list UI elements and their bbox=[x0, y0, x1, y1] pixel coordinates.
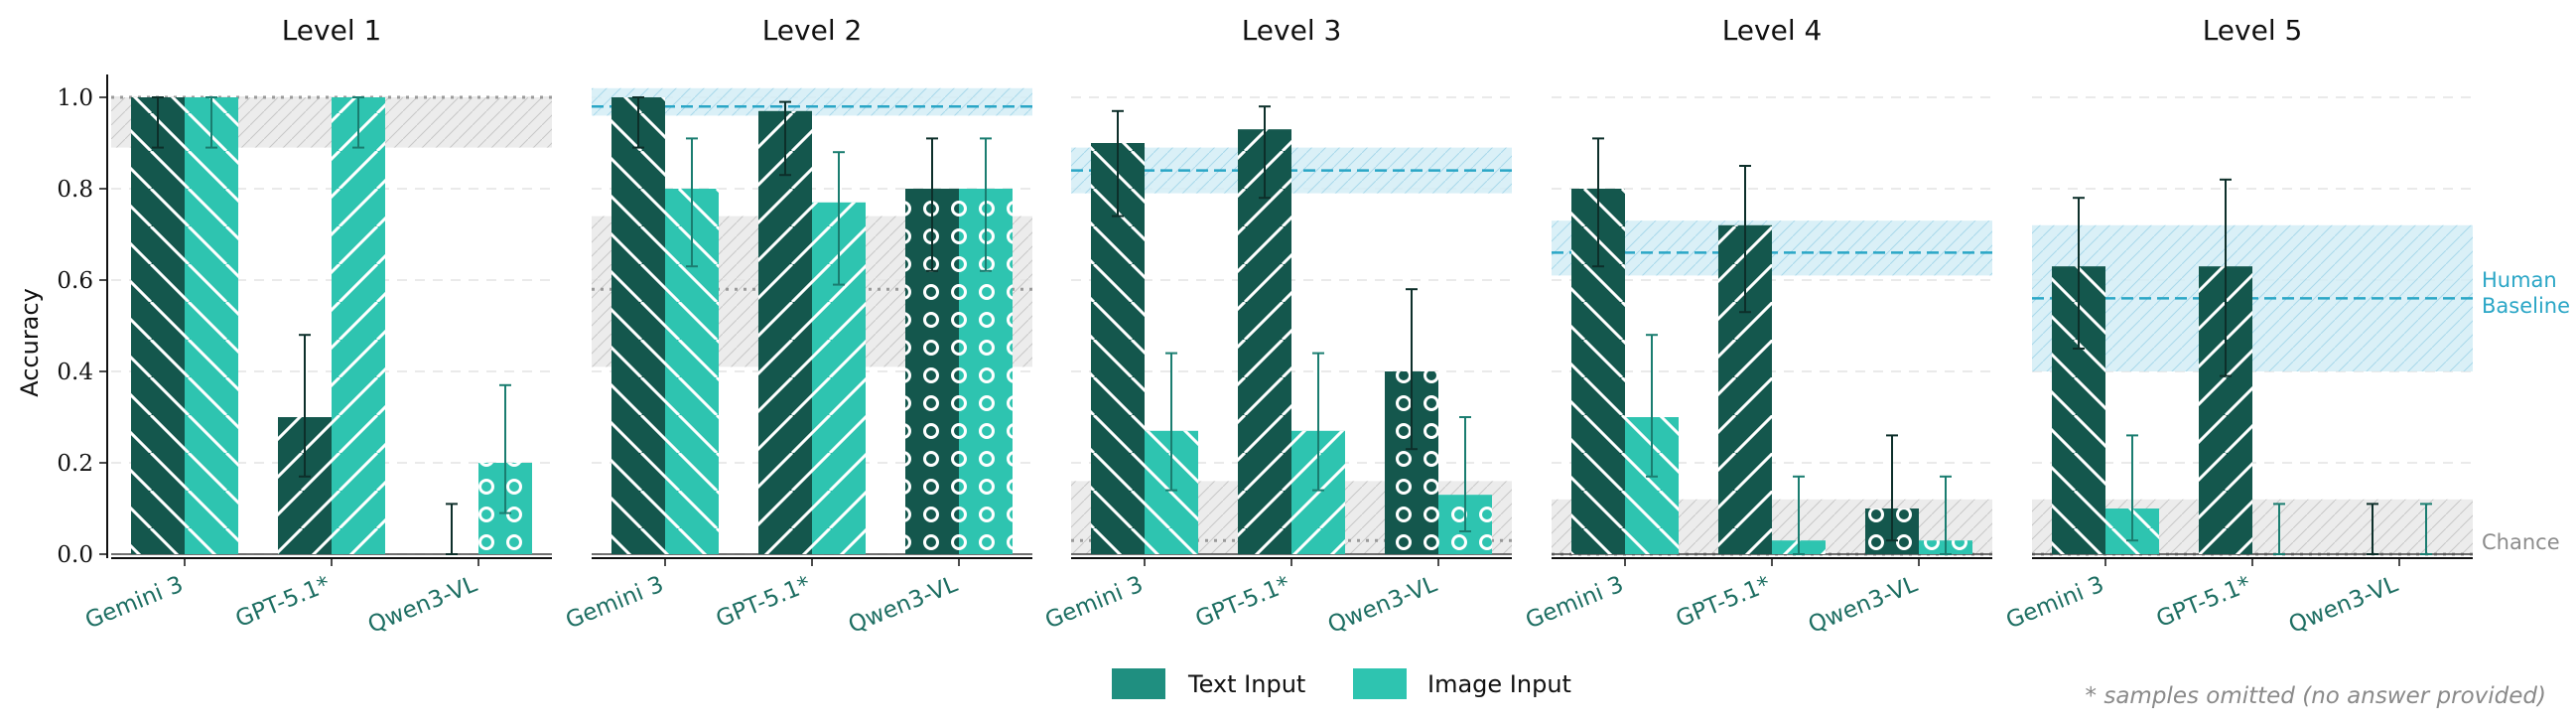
panel-level-4: Gemini 3 GPT-5.1* Qwen3-VL Level 4 bbox=[1522, 14, 1992, 639]
category-label: Gemini 3 bbox=[1041, 571, 1147, 634]
category-label: Gemini 3 bbox=[562, 571, 667, 634]
panel-level-1: Gemini 3 GPT-5.1* Qwen3-VL Level 1 bbox=[81, 14, 552, 639]
panel-title: Level 1 bbox=[282, 14, 382, 47]
panel-title: Level 5 bbox=[2203, 14, 2303, 47]
y-axis: 0.0 0.2 0.4 0.6 0.8 1.0 bbox=[57, 74, 108, 568]
y-tick-label: 1.0 bbox=[57, 85, 93, 111]
y-tick-label: 0.2 bbox=[57, 451, 93, 477]
legend-label-image-input: Image Input bbox=[1427, 670, 1571, 698]
category-label: Qwen3-VL bbox=[845, 571, 961, 639]
panel-level-3: Gemini 3 GPT-5.1* Qwen3-VL Level 3 bbox=[1041, 14, 1512, 639]
category-label: Qwen3-VL bbox=[364, 571, 480, 639]
bar-hatch-text-1 bbox=[611, 97, 665, 554]
panel-title: Level 2 bbox=[762, 14, 863, 47]
footnote: * samples omitted (no answer provided) bbox=[2086, 683, 2546, 709]
category-label: Gemini 3 bbox=[1522, 571, 1627, 634]
y-tick-label: 0.6 bbox=[57, 268, 93, 294]
category-label: GPT-5.1* bbox=[1192, 571, 1293, 633]
category-label: GPT-5.1* bbox=[2153, 571, 2254, 633]
panel-level-2: Gemini 3 GPT-5.1* Qwen3-VL Level 2 bbox=[562, 14, 1032, 639]
category-label: Qwen3-VL bbox=[1805, 571, 1921, 639]
panel-title: Level 3 bbox=[1242, 14, 1342, 47]
category-label: GPT-5.1* bbox=[1673, 571, 1774, 633]
legend-label-text-input: Text Input bbox=[1187, 670, 1305, 698]
human-baseline-label-2: Baseline bbox=[2482, 294, 2570, 318]
legend-swatch-text-input bbox=[1112, 668, 1165, 699]
category-label: Qwen3-VL bbox=[2285, 571, 2401, 639]
category-label: GPT-5.1* bbox=[232, 571, 334, 633]
human-baseline-label: Human bbox=[2482, 268, 2557, 292]
bar-hatch-image-2 bbox=[332, 97, 385, 554]
category-label: GPT-5.1* bbox=[713, 571, 814, 633]
bar-hatch-text-2 bbox=[1238, 129, 1291, 554]
category-label: Qwen3-VL bbox=[1324, 571, 1440, 639]
chance-label: Chance bbox=[2482, 530, 2560, 554]
legend: Text Input Image Input bbox=[1112, 668, 1571, 699]
y-tick-label: 0.8 bbox=[57, 177, 93, 203]
y-tick-label: 0.0 bbox=[57, 542, 93, 568]
y-axis-label: Accuracy bbox=[16, 288, 44, 397]
legend-swatch-image-input bbox=[1353, 668, 1407, 699]
bar-hatch-image-1 bbox=[185, 97, 238, 554]
bar-hatch-text-2 bbox=[758, 110, 812, 555]
bar-hatch-text-1 bbox=[131, 97, 185, 554]
y-tick-label: 0.4 bbox=[57, 360, 93, 385]
panel-title: Level 4 bbox=[1722, 14, 1823, 47]
category-label: Gemini 3 bbox=[2002, 571, 2107, 634]
category-label: Gemini 3 bbox=[81, 571, 187, 634]
panel-level-5: Gemini 3 GPT-5.1* Qwen3-VL Level 5 bbox=[2002, 14, 2473, 639]
